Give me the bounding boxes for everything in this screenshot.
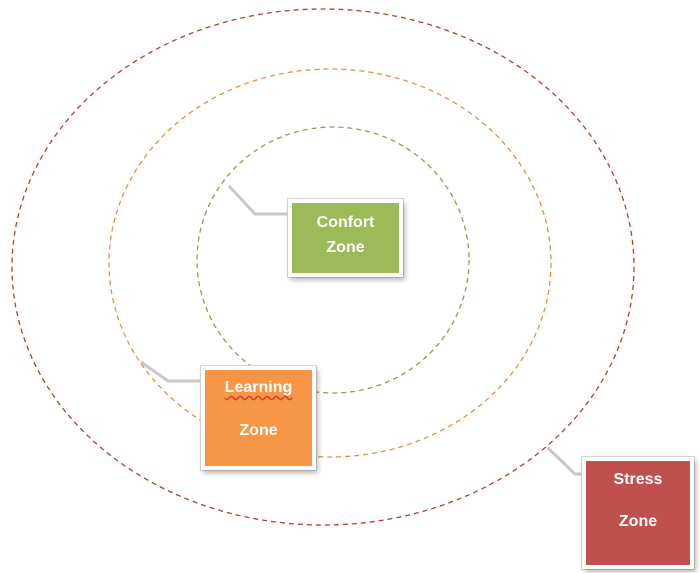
comfort-zone-label-line2: Zone (326, 239, 365, 256)
comfort-callout-connector (227, 184, 292, 216)
stress-zone-label-line2: Zone (618, 513, 658, 530)
comfort-zone-box: Confort Zone (288, 199, 403, 277)
stress-zone-box: Stress Zone (582, 457, 694, 569)
learning-zone-label-line1: Learning (224, 379, 293, 396)
learning-zone-label-line2: Zone (239, 422, 278, 439)
learning-callout-connector (140, 360, 207, 383)
stress-zone-label-line1: Stress (613, 471, 663, 488)
stress-zone-ring (11, 8, 635, 526)
comfort-zone-ring (196, 126, 470, 394)
comfort-zone-label-line1: Confort (316, 214, 375, 231)
learning-zone-box: Learning Zone (201, 366, 316, 470)
learning-zone-ring (108, 68, 552, 458)
